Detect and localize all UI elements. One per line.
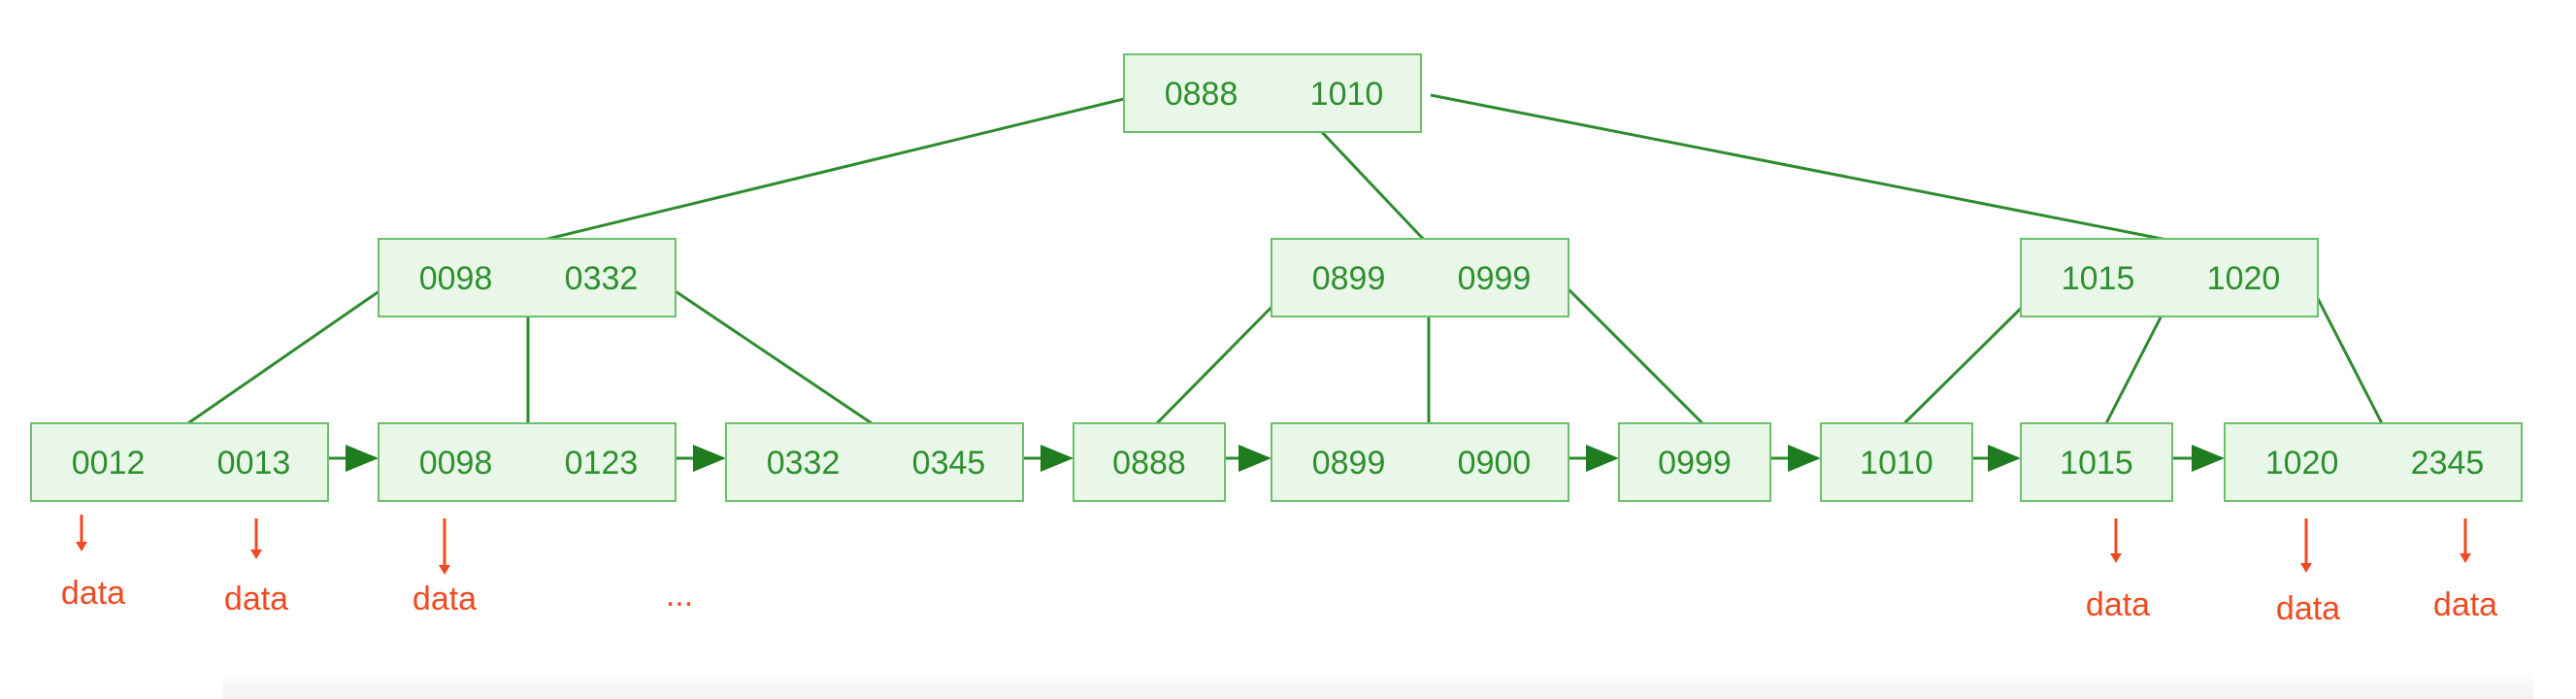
leaf-node: 0899 0900 (1271, 422, 1569, 502)
node-key: 0098 (419, 445, 493, 482)
data-pointer: data (2086, 518, 2150, 623)
leaf-node: 1010 (1820, 422, 1973, 502)
node-key: 0332 (565, 260, 639, 297)
node-key: 0013 (217, 445, 291, 482)
ellipsis-label: ... (666, 577, 693, 614)
tree-edge (2306, 279, 2386, 428)
data-label: data (2086, 586, 2150, 623)
internal-node: 0899 0999 (1271, 238, 1569, 317)
arrowhead-icon (346, 445, 379, 472)
leaf-node-box (2224, 422, 2523, 502)
arrow-down-icon (2300, 563, 2312, 573)
node-key: 0999 (1658, 445, 1732, 482)
node-key: 1015 (2062, 260, 2135, 297)
leaf-node-box (1618, 422, 1771, 502)
leaf-node: 0332 0345 (725, 422, 1024, 502)
node-key: 0012 (72, 445, 146, 482)
node-key: 0888 (1112, 445, 1186, 482)
leaf-node-box (1073, 422, 1226, 502)
data-label: data (413, 581, 477, 617)
data-label: data (224, 581, 288, 617)
internal-node-box (378, 238, 677, 317)
internal-node-box (2020, 238, 2319, 317)
node-key: 0900 (1458, 445, 1532, 482)
leaf-node: 1015 (2020, 422, 2173, 502)
arrow-down-icon (76, 542, 87, 551)
data-pointer: data (413, 518, 477, 617)
node-key: 1010 (1860, 445, 1933, 482)
data-label: data (2276, 590, 2340, 627)
tree-edge (182, 278, 397, 429)
arrow-down-icon (250, 549, 262, 559)
arrow-down-icon (2110, 553, 2122, 563)
node-key: 1020 (2265, 445, 2339, 482)
leaf-node-box (2020, 422, 2173, 502)
leaf-node: 1020 2345 (2224, 422, 2523, 502)
arrowhead-icon (1040, 445, 1073, 472)
internal-node: 1015 1020 (2020, 238, 2319, 317)
data-pointer: data (61, 515, 125, 612)
tree-edge (657, 278, 878, 429)
node-key: 0123 (565, 445, 639, 482)
data-pointer: data (224, 518, 288, 617)
node-key: 0332 (767, 445, 841, 482)
leaf-node: 0098 0123 (378, 422, 677, 502)
data-pointer: data (2433, 518, 2497, 623)
arrow-down-icon (2460, 553, 2471, 563)
leaf-node: 0012 0013 (30, 422, 329, 502)
leaf-node-box (30, 422, 329, 502)
tree-edge (531, 93, 1140, 245)
leaf-node-box (725, 422, 1024, 502)
arrowhead-icon (1586, 445, 1619, 472)
leaf-node: 0999 (1618, 422, 1771, 502)
data-pointer: data (2276, 518, 2340, 627)
leaf-node-box (1271, 422, 1569, 502)
node-key: 0899 (1312, 445, 1386, 482)
node-key: 0899 (1312, 260, 1386, 297)
node-key: 2345 (2411, 445, 2485, 482)
internal-node: 0098 0332 (378, 238, 677, 317)
leaf-node: 0888 (1073, 422, 1226, 502)
data-label: data (61, 575, 125, 612)
data-annotations: data data data data data data... (61, 515, 2497, 627)
arrowhead-icon (1238, 445, 1271, 472)
node-key: 0098 (419, 260, 493, 297)
node-key: 0999 (1458, 260, 1532, 297)
arrow-down-icon (439, 565, 450, 575)
arrowhead-icon (1988, 445, 2021, 472)
tree-nodes: 0888 1010 0098 0332 0899 0999 1015 1020 0012 0013… (30, 53, 2523, 502)
arrowhead-icon (1788, 445, 1821, 472)
arrowhead-icon (2192, 445, 2225, 472)
internal-node-box (1271, 238, 1569, 317)
node-key: 0888 (1165, 76, 1238, 113)
leaf-links (314, 445, 2225, 472)
leaf-node-box (378, 422, 677, 502)
node-key: 1015 (2060, 445, 2133, 482)
bottom-shadow (223, 670, 2533, 699)
root-node-box (1123, 53, 1422, 133)
root-node: 0888 1010 (1123, 53, 1422, 133)
tree-edge (1557, 278, 1708, 429)
node-key: 1010 (1310, 76, 1384, 113)
node-key: 0345 (912, 445, 986, 482)
node-key: 1020 (2207, 260, 2281, 297)
data-label: data (2433, 586, 2497, 623)
leaf-node-box (1820, 422, 1973, 502)
arrowhead-icon (693, 445, 726, 472)
tree-edge (1430, 93, 2183, 245)
